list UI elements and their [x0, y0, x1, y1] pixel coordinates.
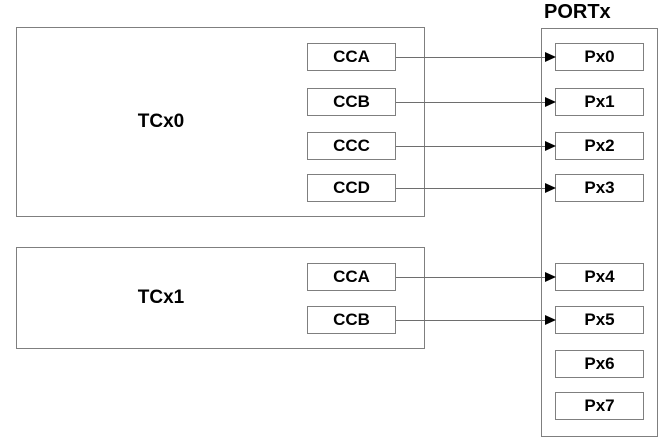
connector-line-ccc-px2	[396, 146, 546, 147]
pin-box-px7: Px7	[555, 392, 644, 420]
pin-box-px3: Px3	[555, 174, 644, 202]
arrow-head-icon-px1	[545, 97, 556, 107]
port-title: PORTx	[544, 1, 611, 23]
arrow-head-icon-px3	[545, 183, 556, 193]
channel-box-tcx1-cca: CCA	[307, 263, 396, 291]
arrow-head-icon-px2	[545, 141, 556, 151]
pin-box-px0: Px0	[555, 43, 644, 71]
channel-box-tcx0-cca: CCA	[307, 43, 396, 71]
connector-line-cca-px0	[396, 57, 546, 58]
pin-box-px1: Px1	[555, 88, 644, 116]
arrow-head-icon-px4	[545, 272, 556, 282]
arrow-head-icon-px0	[545, 52, 556, 62]
channel-box-tcx1-ccb: CCB	[307, 306, 396, 334]
connector-line-cca-px4	[396, 277, 546, 278]
channel-box-tcx0-ccc: CCC	[307, 132, 396, 160]
connector-line-ccb-px5	[396, 320, 546, 321]
pin-box-px6: Px6	[555, 350, 644, 378]
channel-box-tcx0-ccb: CCB	[307, 88, 396, 116]
pin-box-px4: Px4	[555, 263, 644, 291]
pin-box-px2: Px2	[555, 132, 644, 160]
channel-box-tcx0-ccd: CCD	[307, 174, 396, 202]
connector-line-ccd-px3	[396, 188, 546, 189]
arrow-head-icon-px5	[545, 315, 556, 325]
pin-box-px5: Px5	[555, 306, 644, 334]
connector-line-ccb-px1	[396, 102, 546, 103]
